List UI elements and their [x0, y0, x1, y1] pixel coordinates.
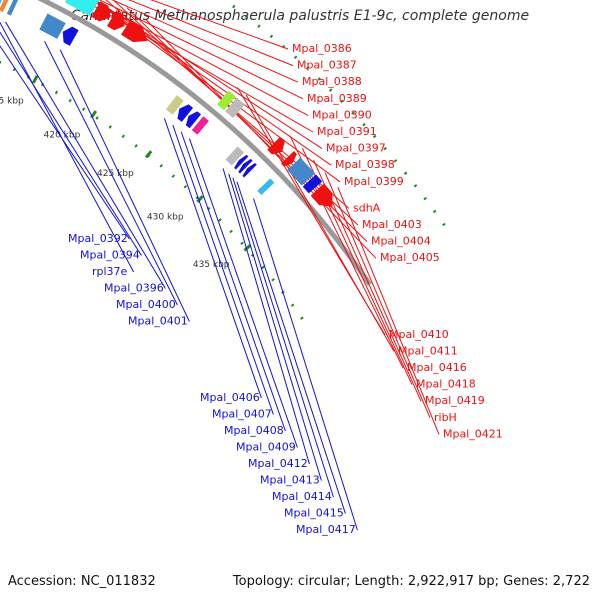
gene-mpal-0409[interactable] [191, 116, 209, 135]
scale-tick [196, 195, 204, 203]
gene-label-reverse[interactable]: Mpal_0417 [296, 523, 356, 536]
gene-mpal-0401[interactable] [62, 26, 79, 46]
gene-leader-line [324, 172, 431, 418]
gene-leader-line [188, 138, 298, 448]
gene-leader-line [0, 31, 142, 256]
gene-label-reverse[interactable]: Mpal_0414 [272, 490, 332, 503]
gene-mpal-0415[interactable] [242, 163, 257, 178]
gene-label-forward[interactable]: Mpal_0397 [326, 142, 386, 155]
gene-label-forward[interactable]: Mpal_0390 [312, 108, 372, 121]
scale-tick-label: 425 kbp [97, 169, 134, 179]
gene-mpal-0411[interactable] [225, 97, 245, 119]
scale-tick-label: 420 kbp [44, 130, 81, 140]
gene-leader-line [150, 0, 289, 50]
gene-leader-line [128, 0, 294, 67]
gene-label-reverse[interactable]: Mpal_0394 [80, 249, 140, 262]
gene-leader-line [163, 118, 262, 399]
gene-ribh[interactable] [302, 174, 323, 194]
gene-mpal-0408[interactable] [185, 111, 202, 129]
gene-mpal-0412[interactable] [225, 146, 245, 166]
gene-label-reverse[interactable]: Mpal_0401 [128, 315, 188, 328]
gene-leader-line [337, 186, 440, 435]
gene-label-forward[interactable]: Mpal_0403 [362, 218, 422, 231]
gene-leader-line [222, 168, 310, 465]
gene-label-reverse[interactable]: Mpal_0392 [68, 232, 128, 245]
gene-label-forward[interactable]: Mpal_0410 [389, 328, 449, 341]
gene-label-forward[interactable]: ribH [434, 411, 457, 424]
gene-label-forward[interactable]: Mpal_0405 [380, 251, 440, 264]
gene-leader-line [5, 21, 166, 289]
scale-tick [144, 150, 153, 159]
guide-arc-inner [0, 60, 310, 328]
gene-leader-line [111, 0, 299, 83]
accession-label: Accession: NC_011832 [8, 574, 156, 589]
gene-mpal-0404[interactable] [106, 10, 125, 31]
gene-label-forward[interactable]: Mpal_0404 [371, 235, 431, 248]
gene-label-reverse[interactable]: Mpal_0409 [236, 441, 296, 454]
gene-label-reverse[interactable]: Mpal_0406 [200, 391, 260, 404]
gene-label-forward[interactable]: Mpal_0416 [407, 361, 467, 374]
gene-label-forward[interactable]: sdhA [353, 201, 381, 214]
gene-leader-line [253, 198, 358, 531]
gene-mpal-0400[interactable] [39, 13, 66, 39]
gene-label-forward[interactable]: Mpal_0419 [425, 394, 485, 407]
gene-label-forward[interactable]: Mpal_0389 [307, 92, 367, 105]
gene-mpal-0405[interactable] [121, 19, 148, 43]
gene-leader-line [145, 19, 377, 259]
gene-mpal-0419[interactable] [287, 157, 316, 186]
gene-leader-line [172, 124, 274, 415]
gene-label-forward[interactable]: Mpal_0387 [297, 59, 357, 72]
gene-leader-line [59, 49, 190, 322]
gene-rpl37e[interactable] [0, 0, 10, 12]
gene-leader-line [0, 21, 135, 273]
gene-leader-line [232, 177, 334, 498]
gene-label-forward[interactable]: Mpal_0411 [398, 344, 458, 357]
gene-label-reverse[interactable]: Mpal_0396 [104, 282, 164, 295]
gene-mpal-0416[interactable] [267, 136, 285, 155]
gene-mpal-0403[interactable] [91, 1, 111, 22]
gene-mpal-0406[interactable] [165, 95, 184, 115]
gene-leader-line [44, 41, 178, 306]
gene-leader-line [98, 0, 304, 100]
gene-leader-line [236, 181, 346, 514]
gene-label-forward[interactable]: Mpal_0398 [335, 158, 395, 171]
gene-label-reverse[interactable]: Mpal_0407 [212, 408, 272, 421]
gene-mpal-0410[interactable] [217, 90, 236, 111]
scale-tick-label: 430 kbp [147, 212, 184, 222]
gene-leader-line [89, 0, 309, 116]
gene-leader-line [245, 94, 395, 352]
gene-label-forward[interactable]: Mpal_0386 [292, 42, 352, 55]
gene-leader-line [228, 173, 322, 481]
gene-label-forward[interactable]: Mpal_0399 [344, 175, 404, 188]
gene-mpal-0417[interactable] [257, 178, 275, 196]
gene-sdha[interactable] [65, 0, 100, 17]
gene-label-forward[interactable]: Mpal_0388 [302, 75, 362, 88]
gene-label-reverse[interactable]: Mpal_0415 [284, 507, 344, 520]
scale-tick [243, 244, 252, 252]
gene-label-forward[interactable]: Mpal_0421 [443, 427, 503, 440]
scale-tick [31, 75, 39, 84]
gene-leader-line [94, 0, 323, 150]
gene-label-reverse[interactable]: Mpal_0400 [116, 298, 176, 311]
gene-label-reverse[interactable]: Mpal_0412 [248, 457, 308, 470]
gene-label-reverse[interactable]: Mpal_0413 [260, 474, 320, 487]
gene-mpal-0394[interactable] [0, 0, 5, 10]
scale-tick-label: 415 kbp [0, 96, 24, 106]
gene-label-reverse[interactable]: rpl37e [92, 265, 128, 278]
gene-mpal-0418[interactable] [281, 151, 297, 167]
gene-mpal-0413[interactable] [234, 154, 249, 170]
gene-label-forward[interactable]: Mpal_0418 [416, 378, 476, 391]
gene-leader-line [0, 45, 130, 240]
gene-mpal-0407[interactable] [177, 104, 194, 122]
gene-mpal-0414[interactable] [238, 158, 253, 174]
gene-mpal-0421[interactable] [310, 183, 333, 207]
gene-leader-line [180, 131, 286, 432]
gene-mpal-0396[interactable] [6, 0, 19, 16]
gene-label-forward[interactable]: Mpal_0391 [317, 125, 377, 138]
scale-tick-label: 435 kbp [193, 260, 230, 270]
gene-label-reverse[interactable]: Mpal_0408 [224, 424, 284, 437]
topology-label: Topology: circular; Length: 2,922,917 bp… [232, 574, 590, 589]
